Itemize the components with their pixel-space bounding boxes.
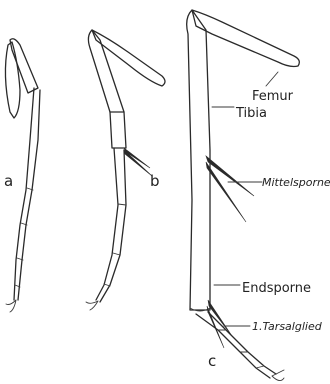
label-tibia: Tibia <box>235 106 267 121</box>
label-mittelsporne: Mittelsporne <box>262 176 330 189</box>
label-tarsalglied: 1.Tarsalglied <box>252 320 323 333</box>
panel-label-c: c <box>208 352 216 370</box>
leg-c-femur <box>192 10 299 67</box>
leg-b <box>86 30 165 310</box>
label-endsporne: Endsporne <box>242 281 311 296</box>
leg-b-claw <box>86 301 98 310</box>
leg-b-spurs <box>124 148 152 176</box>
leg-c-mittelsporne <box>206 156 254 222</box>
leg-b-femur <box>92 30 165 86</box>
leg-b-tibia <box>88 30 124 112</box>
label-femur: Femur <box>252 89 294 104</box>
panel-label-b: b <box>150 172 160 190</box>
leg-a-tarsus <box>14 88 40 300</box>
leg-a-claw <box>6 300 16 312</box>
leg-b-tibia-lower <box>110 112 126 148</box>
leader-femur <box>266 72 278 86</box>
leg-b-tarsus <box>96 148 126 302</box>
leg-a-tibia <box>10 39 38 93</box>
leg-c-claw <box>272 370 284 381</box>
leg-c-tibia <box>187 10 210 310</box>
panel-label-a: a <box>4 172 13 190</box>
